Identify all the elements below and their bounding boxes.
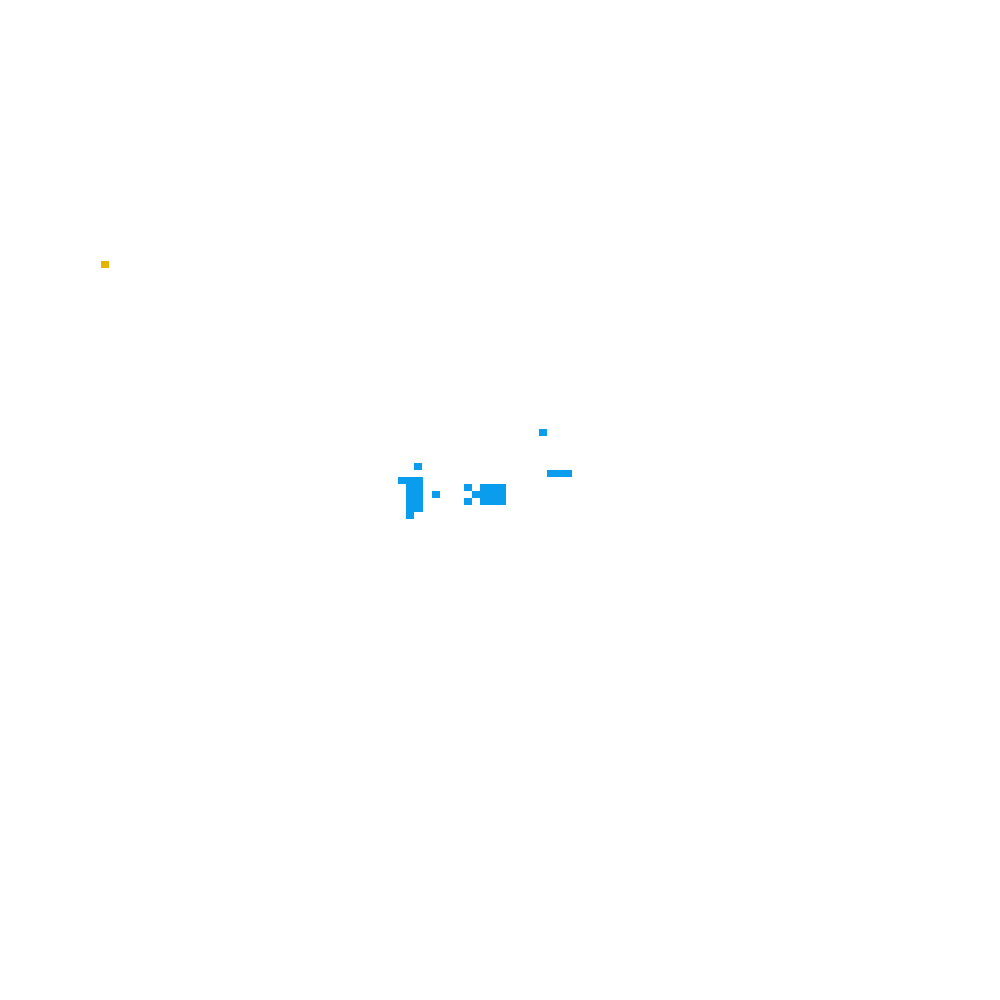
blue-pixel [539, 429, 547, 436]
blue-pixel [414, 463, 422, 470]
blue-pixel [406, 505, 414, 519]
blue-pixel [432, 491, 440, 498]
blue-pixel [464, 484, 472, 491]
blue-pixel [480, 484, 506, 505]
blue-pixel [406, 484, 414, 491]
blue-pixel [472, 491, 480, 498]
gold-pixel [101, 261, 109, 268]
blue-pixel [464, 498, 472, 505]
blue-pixel [547, 470, 572, 477]
